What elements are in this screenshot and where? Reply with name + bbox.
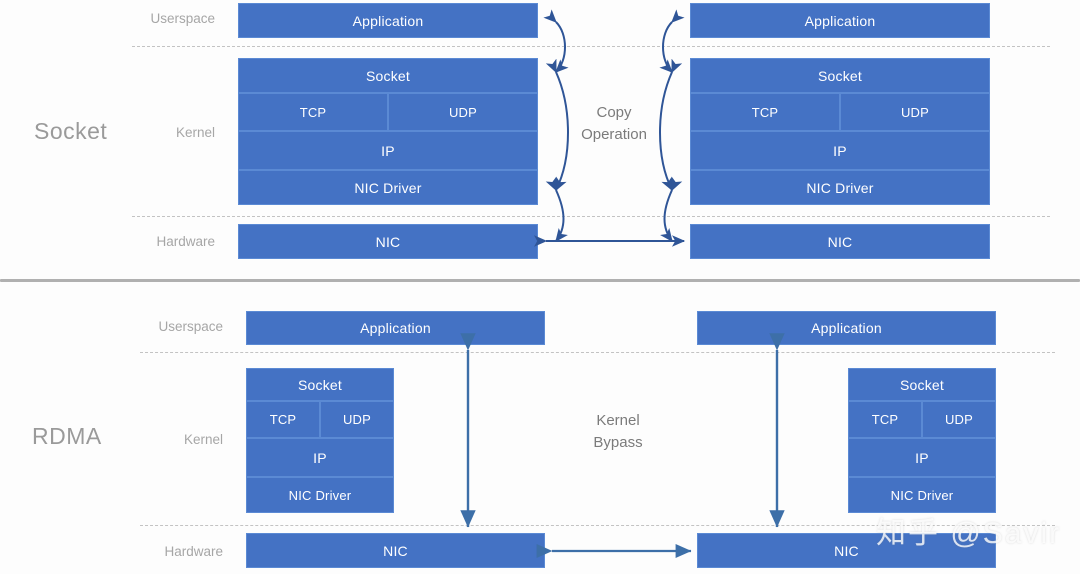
- rdma-right-tcp-box: TCP: [848, 401, 922, 438]
- socket-left-nic-box: NIC: [238, 224, 538, 259]
- socket-right-nic-driver-box: NIC Driver: [690, 170, 990, 205]
- caption-line-2: Bypass: [593, 434, 643, 451]
- box-label: NIC Driver: [354, 179, 422, 196]
- box-label: NIC: [827, 233, 853, 250]
- box-label: Application: [360, 320, 431, 336]
- box-label: IP: [313, 449, 327, 466]
- socket-right-nic-box: NIC: [690, 224, 990, 259]
- box-label: NIC Driver: [288, 487, 352, 503]
- rdma-left-ip-box: IP: [246, 438, 394, 477]
- box-label: Socket: [818, 67, 862, 84]
- box-label: Application: [352, 12, 424, 29]
- socket-left-application-box: Application: [238, 3, 538, 38]
- box-label: IP: [833, 142, 847, 159]
- socket-left-udp-box: UDP: [388, 93, 538, 131]
- box-label: Application: [811, 320, 882, 336]
- rdma-right-application-box: Application: [697, 311, 996, 345]
- box-label: UDP: [342, 412, 372, 427]
- socket-right-udp-box: UDP: [840, 93, 990, 131]
- rdma-right-nic-box: NIC: [697, 533, 996, 568]
- layer-label-hardware-rdma: Hardware: [164, 544, 223, 559]
- socket-left-tcp-box: TCP: [238, 93, 388, 131]
- socket-right-ip-box: IP: [690, 131, 990, 170]
- box-label: Application: [804, 12, 876, 29]
- layer-label-kernel-rdma: Kernel: [183, 432, 223, 447]
- socket-left-nic-driver-box: NIC Driver: [238, 170, 538, 205]
- box-label: UDP: [900, 104, 930, 120]
- rdma-right-udp-box: UDP: [922, 401, 996, 438]
- caption-line-1: Kernel: [596, 412, 640, 429]
- layer-label-userspace-rdma: Userspace: [158, 319, 223, 334]
- socket-left-ip-box: IP: [238, 131, 538, 170]
- rdma-left-application-box: Application: [246, 311, 545, 345]
- layer-label-userspace-socket: Userspace: [150, 11, 215, 26]
- dashed-separator-userspace-kernel-rdma: [140, 352, 1055, 353]
- box-label: UDP: [448, 104, 478, 120]
- rdma-right-nic-driver-box: NIC Driver: [848, 477, 996, 513]
- box-label: NIC Driver: [806, 179, 874, 196]
- watermark: 知乎 @Savir: [876, 517, 1062, 550]
- caption-line-1: Copy: [596, 104, 632, 121]
- rdma-right-socket-box: Socket: [848, 368, 996, 401]
- box-label: IP: [915, 449, 929, 466]
- rdma-left-tcp-box: TCP: [246, 401, 320, 438]
- dashed-separator-kernel-hardware-rdma: [140, 525, 1055, 526]
- box-label: TCP: [751, 104, 779, 120]
- dashed-separator-kernel-hardware-socket: [132, 216, 1050, 217]
- socket-right-application-box: Application: [690, 3, 990, 38]
- section-title-socket: Socket: [34, 118, 108, 144]
- socket-left-socket-box: Socket: [238, 58, 538, 93]
- box-label: TCP: [299, 104, 327, 120]
- box-label: NIC: [383, 542, 408, 559]
- section-divider: [0, 279, 1080, 282]
- box-label: IP: [381, 142, 395, 159]
- layer-label-kernel-socket: Kernel: [175, 125, 215, 140]
- rdma-left-nic-box: NIC: [246, 533, 545, 568]
- caption-kernel-bypass: Kernel Bypass: [562, 410, 674, 454]
- box-label: TCP: [269, 412, 297, 427]
- rdma-left-udp-box: UDP: [320, 401, 394, 438]
- rdma-left-nic-driver-box: NIC Driver: [246, 477, 394, 513]
- socket-right-tcp-box: TCP: [690, 93, 840, 131]
- caption-line-2: Operation: [581, 126, 647, 143]
- rdma-left-socket-box: Socket: [246, 368, 394, 401]
- socket-right-socket-box: Socket: [690, 58, 990, 93]
- box-label: Socket: [900, 376, 944, 393]
- box-label: TCP: [871, 412, 899, 427]
- box-label: NIC: [834, 542, 859, 559]
- box-label: NIC Driver: [890, 487, 954, 503]
- section-title-rdma: RDMA: [32, 423, 102, 449]
- box-label: Socket: [366, 67, 410, 84]
- box-label: Socket: [298, 376, 342, 393]
- rdma-right-ip-box: IP: [848, 438, 996, 477]
- dashed-separator-userspace-kernel-socket: [132, 46, 1050, 47]
- box-label: NIC: [375, 233, 401, 250]
- caption-copy-operation: Copy Operation: [558, 102, 670, 146]
- layer-label-hardware-socket: Hardware: [156, 234, 215, 249]
- box-label: UDP: [944, 412, 974, 427]
